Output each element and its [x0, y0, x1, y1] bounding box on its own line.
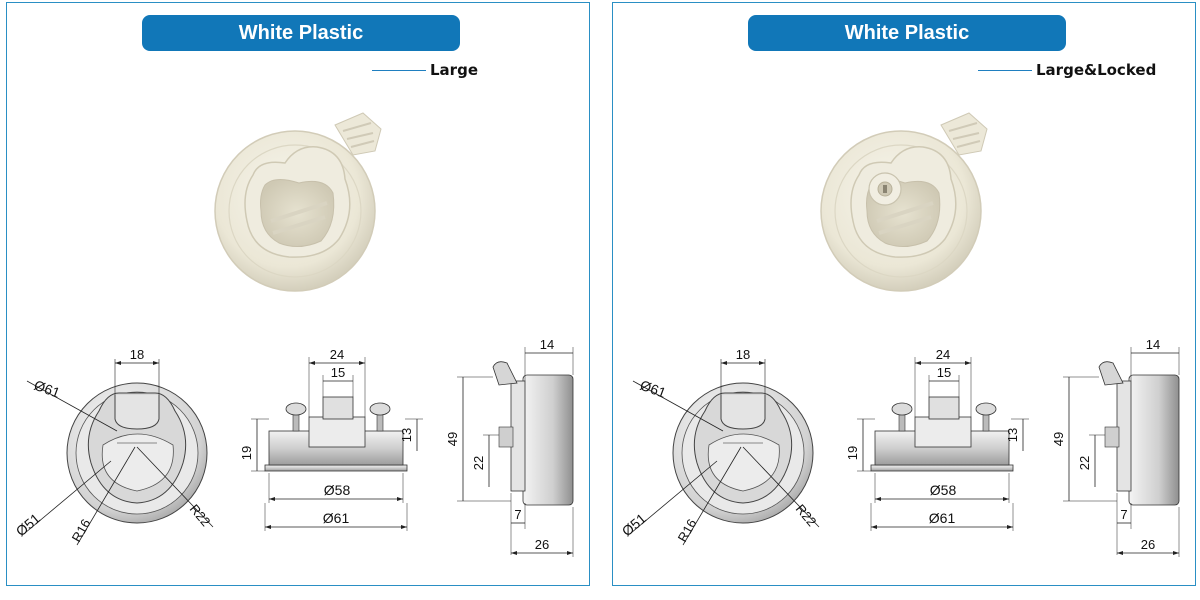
leader-line	[372, 69, 426, 71]
dim-13: 13	[399, 428, 414, 442]
dim-15: 15	[331, 365, 345, 380]
technical-drawing: 18 Ø61 Ø51 R16 R22	[619, 337, 1180, 557]
dim-22: 22	[1077, 456, 1092, 470]
dim-outer-diameter: Ø61	[32, 377, 63, 401]
dim-13: 13	[1005, 428, 1020, 442]
dim-49: 49	[445, 432, 460, 446]
profile-view: 49 22 14 7 26	[445, 337, 574, 557]
dim-r16: R16	[69, 516, 94, 544]
side-view: 24 15 19 13 Ø58	[845, 347, 1029, 531]
leader-line	[978, 69, 1032, 71]
front-view: 18 Ø61 Ø51 R16 R22	[619, 347, 820, 546]
variant-label: Large&Locked	[978, 61, 1156, 79]
product-photo	[820, 112, 988, 292]
side-view: 24 15 19 13 Ø58	[239, 347, 423, 531]
product-photo	[214, 112, 382, 292]
product-panel: White Plastic Large&Locked	[612, 2, 1196, 586]
variant-name: Large	[430, 61, 478, 79]
dim-inner-diameter: Ø51	[619, 510, 650, 539]
dim-15: 15	[937, 365, 951, 380]
latch-tab	[940, 112, 988, 156]
dim-7: 7	[514, 507, 521, 522]
dim-r22: R22	[187, 501, 214, 529]
dim-inner-diameter: Ø51	[13, 510, 44, 539]
dim-14: 14	[1146, 337, 1160, 352]
dim-58: Ø58	[930, 482, 957, 498]
latch-tab	[334, 112, 382, 156]
material-header: White Plastic	[748, 15, 1066, 51]
profile-view: 49 22 14 7 26	[1051, 337, 1180, 557]
dim-r22: R22	[793, 501, 820, 529]
dim-24: 24	[936, 347, 950, 362]
key-lock-icon	[868, 172, 902, 206]
dim-18: 18	[130, 347, 144, 362]
dim-r16: R16	[675, 516, 700, 544]
variant-name: Large&Locked	[1036, 61, 1157, 79]
dim-58: Ø58	[324, 482, 351, 498]
dim-14: 14	[540, 337, 554, 352]
dim-19: 19	[845, 446, 860, 460]
dim-18: 18	[736, 347, 750, 362]
technical-drawing: 18 Ø61 Ø51 R16 R22	[13, 337, 574, 557]
dim-19: 19	[239, 446, 254, 460]
front-view: 18 Ø61 Ø51 R16 R22	[13, 347, 214, 546]
variant-label: Large	[372, 61, 478, 79]
dim-7: 7	[1120, 507, 1127, 522]
dim-24: 24	[330, 347, 344, 362]
material-header: White Plastic	[142, 15, 460, 51]
dim-26: 26	[535, 537, 549, 552]
product-panel: White Plastic Large	[6, 2, 590, 586]
dim-61-width: Ø61	[929, 510, 956, 526]
dim-49: 49	[1051, 432, 1066, 446]
dim-outer-diameter: Ø61	[638, 377, 669, 401]
dim-26: 26	[1141, 537, 1155, 552]
dim-22: 22	[471, 456, 486, 470]
dim-61-width: Ø61	[323, 510, 350, 526]
